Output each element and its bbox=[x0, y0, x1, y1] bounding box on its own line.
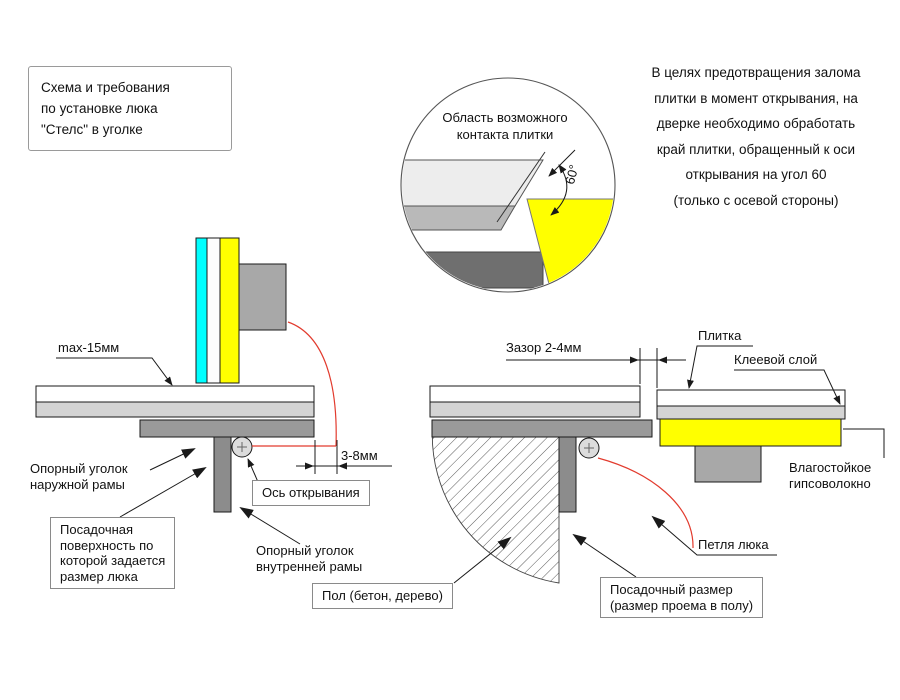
right-section-view bbox=[429, 345, 885, 584]
floor-glue-layer bbox=[429, 401, 641, 418]
detail-caption-leader bbox=[548, 149, 576, 177]
floor-tile-layer bbox=[429, 385, 641, 403]
outer-frame-block bbox=[238, 263, 287, 331]
inner-frame-angle bbox=[558, 436, 577, 513]
detail-caption: Область возможного контакта плитки bbox=[424, 110, 586, 143]
label-inner-angle: Опорный уголок внутренней рамы bbox=[256, 543, 362, 574]
title-line: по установке люка bbox=[41, 101, 158, 116]
outer-frame-angle bbox=[431, 419, 653, 438]
door-swing-arc bbox=[287, 321, 337, 447]
gvl-line: гипсоволокно bbox=[789, 475, 871, 491]
inner-frame-block bbox=[694, 445, 762, 483]
inner-angle-line: внутренней рамы bbox=[256, 558, 363, 574]
outer-frame-angle bbox=[139, 419, 315, 438]
label-axis-box: Ось открывания bbox=[252, 480, 370, 506]
label-max-overhang: max-15мм bbox=[58, 340, 120, 355]
label-hinge: Петля люка bbox=[698, 537, 769, 552]
floor-tile-layer bbox=[35, 385, 315, 403]
floor-concrete-hatch bbox=[431, 419, 560, 584]
angle-arc bbox=[550, 164, 568, 216]
door-glue-layer bbox=[656, 405, 846, 420]
gap-ticks bbox=[639, 348, 658, 388]
note-text: В целях предотвращения залома плитки в м… bbox=[618, 60, 894, 213]
door-tile-layer bbox=[656, 389, 846, 407]
wall-glue-layer bbox=[206, 237, 221, 384]
note-line: плитки в момент открывания, на bbox=[654, 90, 858, 106]
dim-3-8-ticks bbox=[314, 440, 338, 474]
wall-gypsum-yellow-layer bbox=[219, 237, 240, 384]
left-section-view bbox=[35, 237, 392, 545]
outer-angle-leader bbox=[149, 448, 196, 471]
outer-angle-line: наружной рамы bbox=[30, 476, 125, 492]
label-edge-gap: 3-8мм bbox=[341, 448, 378, 463]
seat-size-line: Посадочный размер bbox=[610, 582, 733, 597]
gvl-line: Влагостойкое bbox=[789, 460, 872, 475]
note-line: (только с осевой стороны) bbox=[673, 192, 839, 208]
axis-leader bbox=[247, 458, 259, 483]
seat-line: размер люка bbox=[60, 568, 138, 584]
seat-line: которой задается bbox=[60, 553, 166, 568]
note-line: край плитки, обращенный к оси bbox=[656, 141, 856, 157]
door-gypsum-yellow-layer bbox=[659, 418, 842, 447]
floor-glue-layer bbox=[35, 401, 315, 418]
label-seat-box: Посадочная поверхность по которой задает… bbox=[50, 517, 176, 589]
title-line: "Стелс" в уголке bbox=[41, 122, 143, 137]
label-gap: Зазор 2-4мм bbox=[506, 340, 582, 355]
label-seat-size-box: Посадочный размер (размер проема в полу) bbox=[600, 577, 764, 618]
note-line: дверке необходимо обработать bbox=[656, 116, 856, 131]
outer-angle-line: Опорный уголок bbox=[30, 461, 128, 476]
label-gvl: Влагостойкое гипсоволокно bbox=[789, 460, 871, 491]
wall-tile-cyan-layer bbox=[195, 237, 208, 384]
hinge-cross bbox=[584, 443, 594, 453]
detail-base-layer bbox=[402, 251, 544, 289]
max-overhang-leader bbox=[56, 357, 173, 386]
note-line: открывания на угол 60 bbox=[685, 167, 827, 182]
glue-leader bbox=[734, 369, 841, 405]
title-box: Схема и требования по установке люка "Ст… bbox=[28, 66, 232, 151]
inner-angle-line: Опорный уголок bbox=[256, 543, 354, 558]
seat-line: поверхность по bbox=[60, 537, 154, 553]
hinge-leader bbox=[651, 515, 777, 556]
gvl-leader bbox=[843, 428, 885, 458]
seat-size-line: (размер проема в полу) bbox=[610, 597, 754, 613]
note-line: В целях предотвращения залома bbox=[651, 65, 861, 80]
title-line: Схема и требования bbox=[41, 80, 170, 95]
seat-size-leader bbox=[572, 533, 637, 578]
detail-caption-line: контакта плитки bbox=[456, 126, 554, 142]
inner-angle-leader bbox=[239, 506, 301, 545]
seat-leader bbox=[119, 467, 207, 518]
hinge-cross bbox=[237, 442, 247, 452]
detail-caption-line: Область возможного bbox=[442, 110, 568, 125]
detail-glue-layer bbox=[402, 205, 516, 231]
door-swing-arc bbox=[597, 457, 694, 549]
label-outer-angle: Опорный уголок наружной рамы bbox=[30, 461, 128, 492]
label-floor-box: Пол (бетон, дерево) bbox=[312, 583, 453, 609]
inner-frame-angle bbox=[213, 436, 232, 513]
floor-leader bbox=[453, 536, 512, 584]
label-tile: Плитка bbox=[698, 328, 742, 343]
bevel-edge-line bbox=[496, 151, 546, 223]
seat-line: Посадочная bbox=[60, 522, 134, 537]
tile-leader bbox=[687, 345, 753, 389]
label-glue: Клеевой слой bbox=[734, 352, 818, 367]
